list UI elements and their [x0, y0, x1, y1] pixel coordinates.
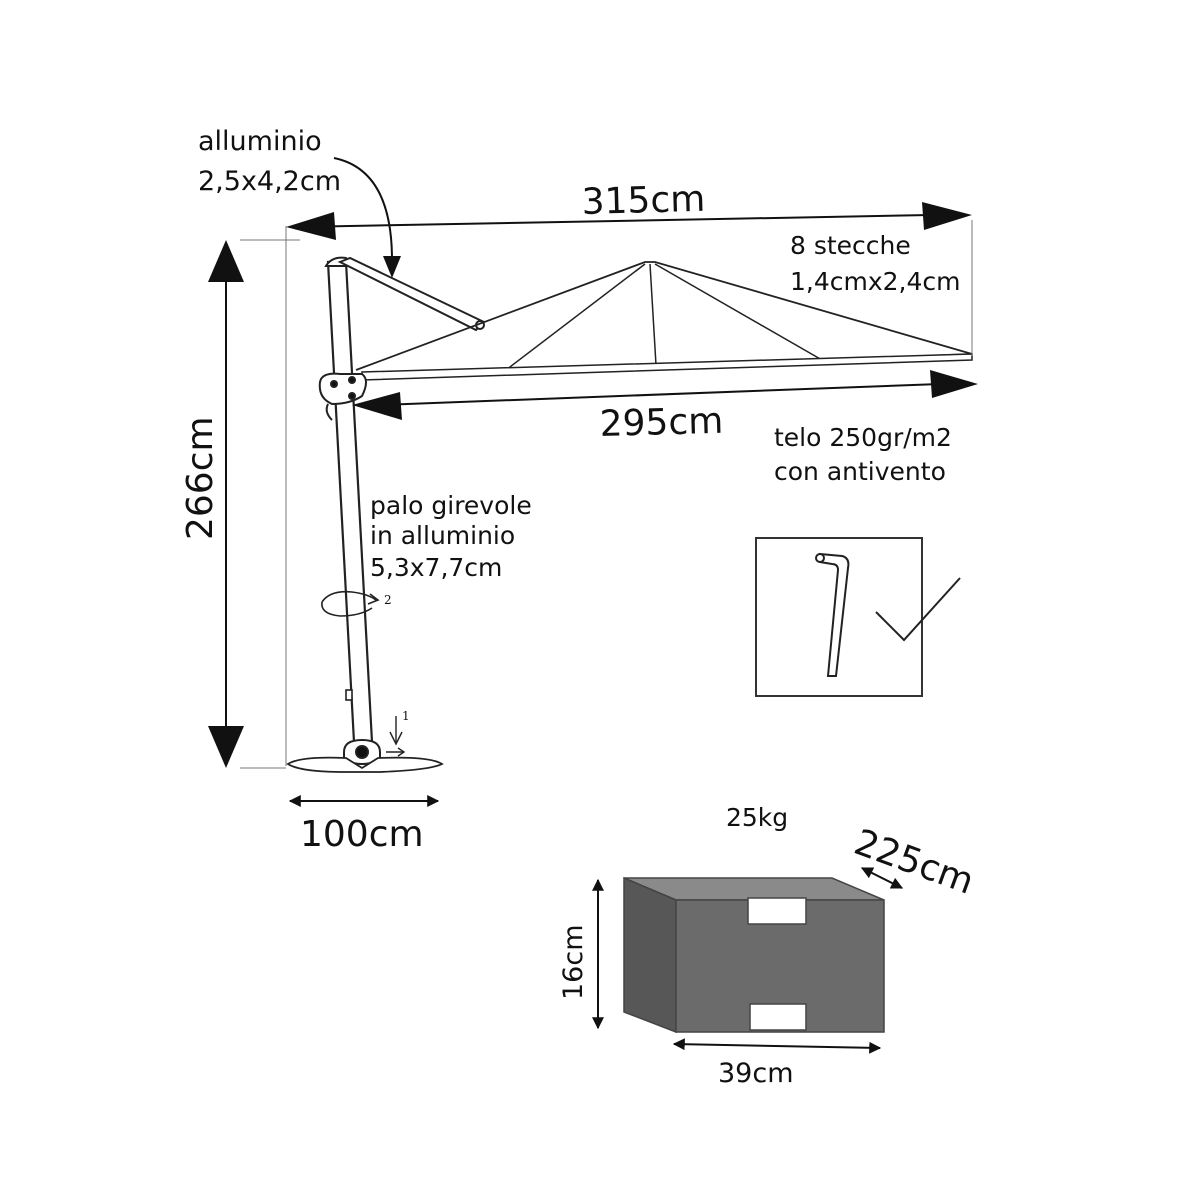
handle-top: [747, 897, 807, 925]
checkmark-icon: [875, 577, 961, 642]
pole-line3: 5,3x7,7cm: [370, 553, 502, 582]
pole: [326, 260, 374, 744]
base-length-label: 225cm: [849, 822, 979, 903]
frame-material-line1: alluminio: [198, 126, 322, 157]
dim-total-width: [286, 202, 972, 240]
tool-box: [755, 537, 923, 697]
dim-height: [208, 240, 244, 768]
crank-hub: [318, 372, 367, 406]
ribs-line1: 8 stecche: [790, 231, 911, 260]
allen-key-icon: [815, 552, 850, 677]
support-strut: [337, 256, 486, 332]
dim-base-depth: [672, 1038, 882, 1054]
rotation-step-label: 2: [384, 593, 392, 607]
pole-line1: palo girevole: [370, 491, 532, 520]
canopy-arm: [361, 353, 973, 381]
cross-base: [286, 756, 444, 773]
height-label: 266cm: [180, 416, 221, 540]
dim-canopy-width: [352, 370, 978, 420]
frame-material-line2: 2,5x4,2cm: [198, 166, 341, 197]
handle-bottom: [749, 1003, 807, 1031]
rotate-arrow-icon: [321, 590, 380, 617]
weight-label: 25kg: [726, 803, 788, 832]
lock-step-label: 1: [402, 709, 410, 723]
base-height-label: 16cm: [558, 924, 589, 1000]
umbrella-drawing: [286, 256, 973, 773]
ribs-line2: 1,4cmx2,4cm: [790, 267, 961, 296]
base-weight-block: [623, 876, 885, 1034]
canopy-width-label: 295cm: [599, 401, 724, 445]
reference-lines: [240, 220, 973, 769]
dim-base-length: [860, 867, 904, 889]
base-width-label: 100cm: [300, 814, 424, 855]
fabric-line2: con antivento: [774, 457, 946, 486]
pole-line2: in alluminio: [370, 521, 515, 550]
block-side: [623, 876, 677, 1034]
lock-arrow-icon: [386, 716, 406, 757]
base-depth-label: 39cm: [718, 1058, 794, 1089]
fabric-line1: telo 250gr/m2: [774, 423, 952, 452]
callout-arrow: [333, 157, 401, 278]
total-width-label: 315cm: [581, 179, 706, 223]
